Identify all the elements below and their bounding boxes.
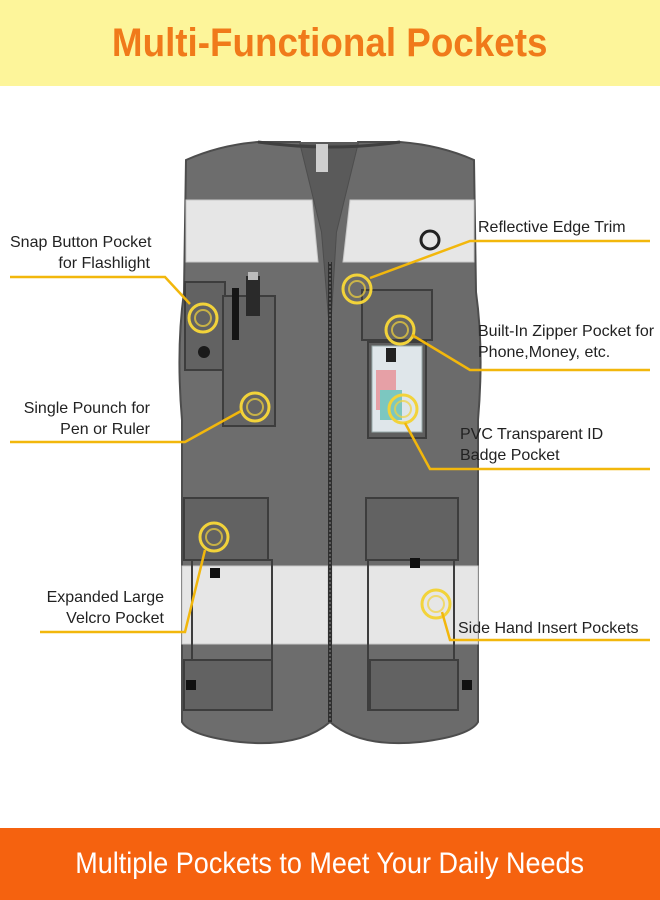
title-banner: Multi-Functional Pockets: [0, 0, 660, 86]
callout-line-2: Phone,Money, etc.: [478, 344, 611, 361]
callout-pvc-badge: PVC Transparent ID Badge Pocket: [460, 424, 603, 466]
callout-lines: [10, 239, 650, 642]
callout-line-1: Single Pounch for: [23, 400, 150, 417]
callout-line-1: Expanded Large: [46, 589, 164, 606]
vest-illustration: [10, 140, 650, 745]
callout-line-1: Reflective Edge Trim: [478, 219, 626, 236]
d-ring-icon: [419, 229, 441, 251]
callout-reflective-trim: Reflective Edge Trim: [478, 217, 626, 238]
callout-line-1: Built-In Zipper Pocket for: [478, 323, 655, 340]
page-title: Multi-Functional Pockets: [112, 20, 548, 65]
footer-tagline: Multiple Pockets to Meet Your Daily Need…: [75, 847, 585, 880]
callout-line-2: Badge Pocket: [460, 447, 560, 464]
callout-velcro-pocket: Expanded Large Velcro Pocket: [20, 587, 164, 629]
highlight-markers: [187, 273, 452, 620]
callout-snap-button-pocket: Snap Button Pocket for Flashlight: [10, 232, 152, 274]
callout-line-1: PVC Transparent ID: [460, 426, 604, 443]
callout-line-1: Side Hand Insert Pockets: [458, 620, 639, 637]
callout-line-2: Pen or Ruler: [60, 421, 150, 438]
callout-line-1: Snap Button Pocket: [10, 234, 152, 251]
callout-zipper-pocket: Built-In Zipper Pocket for Phone,Money, …: [478, 321, 654, 363]
right-chest-pockets: [361, 289, 433, 439]
callout-line-2: Velcro Pocket: [66, 610, 164, 627]
callout-line-2: for Flashlight: [58, 255, 150, 272]
callout-side-hand: Side Hand Insert Pockets: [458, 618, 639, 639]
footer-banner: Multiple Pockets to Meet Your Daily Need…: [0, 828, 660, 900]
callout-single-pouch: Single Pounch for Pen or Ruler: [10, 398, 150, 440]
lower-pockets: [183, 497, 472, 711]
